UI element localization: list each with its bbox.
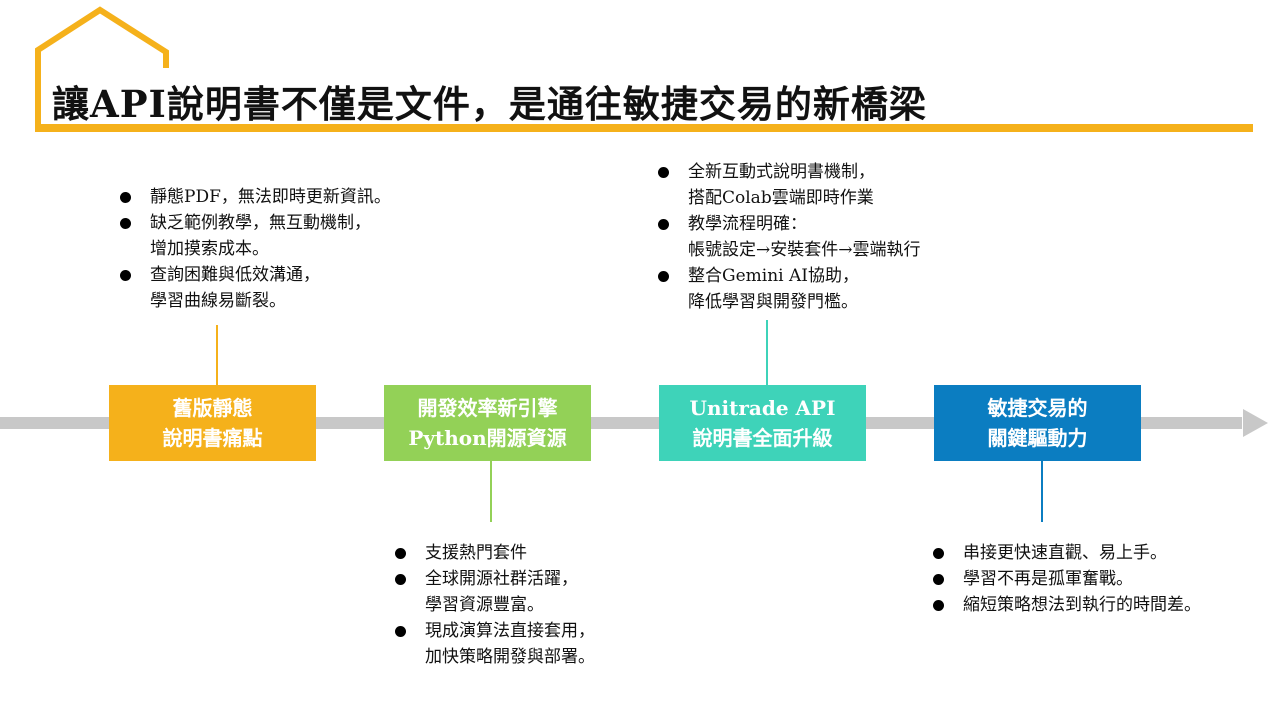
list-item: 串接更快速直觀、易上手。 <box>931 540 1201 566</box>
timeline-arrow-icon <box>1243 409 1268 437</box>
house-outline <box>35 6 169 130</box>
list-item: 整合Gemini AI協助，降低學習與開發門檻。 <box>656 263 921 315</box>
list-item: 縮短策略想法到執行的時間差。 <box>931 592 1201 618</box>
bullets-agile: 串接更快速直觀、易上手。 學習不再是孤軍奮戰。 縮短策略想法到執行的時間差。 <box>931 540 1201 618</box>
list-item: 靜態PDF，無法即時更新資訊。 <box>118 184 391 210</box>
stage-title: 敏捷交易的 <box>987 396 1088 420</box>
page-title: 讓API說明書不僅是文件，是通往敏捷交易的新橋梁 <box>52 82 927 126</box>
list-item: 現成演算法直接套用，加快策略開發與部署。 <box>393 618 595 670</box>
stage-subtitle: 關鍵驅動力 <box>987 426 1088 450</box>
connector-1 <box>216 325 218 385</box>
list-item: 全球開源社群活躍，學習資源豐富。 <box>393 566 595 618</box>
bullets-legacy: 靜態PDF，無法即時更新資訊。 缺乏範例教學，無互動機制，增加摸索成本。 查詢困… <box>118 184 391 314</box>
stage-title: 開發效率新引擎 <box>417 396 558 420</box>
title-underline <box>35 124 1253 132</box>
list-item: 缺乏範例教學，無互動機制，增加摸索成本。 <box>118 210 391 262</box>
list-item: 全新互動式說明書機制，搭配Colab雲端即時作業 <box>656 159 921 211</box>
stage-box-unitrade: Unitrade API 說明書全面升級 <box>659 385 866 461</box>
list-item: 查詢困難與低效溝通，學習曲線易斷裂。 <box>118 262 391 314</box>
bullets-python: 支援熱門套件 全球開源社群活躍，學習資源豐富。 現成演算法直接套用，加快策略開發… <box>393 540 595 670</box>
list-item: 教學流程明確：帳號設定→安裝套件→雲端執行 <box>656 211 921 263</box>
stage-box-agile: 敏捷交易的 關鍵驅動力 <box>934 385 1141 461</box>
connector-4 <box>1041 461 1043 522</box>
connector-2 <box>490 461 492 522</box>
connector-3 <box>766 320 768 385</box>
stage-subtitle: 說明書全面升級 <box>692 426 833 450</box>
stage-box-legacy: 舊版靜態 說明書痛點 <box>109 385 316 461</box>
bullets-unitrade: 全新互動式說明書機制，搭配Colab雲端即時作業 教學流程明確：帳號設定→安裝套… <box>656 159 921 315</box>
stage-box-python: 開發效率新引擎 Python開源資源 <box>384 385 591 461</box>
stage-title: Unitrade API <box>689 396 836 420</box>
stage-title: 舊版靜態 <box>172 396 253 420</box>
list-item: 支援熱門套件 <box>393 540 595 566</box>
list-item: 學習不再是孤軍奮戰。 <box>931 566 1201 592</box>
stage-subtitle: Python開源資源 <box>408 426 567 450</box>
stage-subtitle: 說明書痛點 <box>162 426 263 450</box>
